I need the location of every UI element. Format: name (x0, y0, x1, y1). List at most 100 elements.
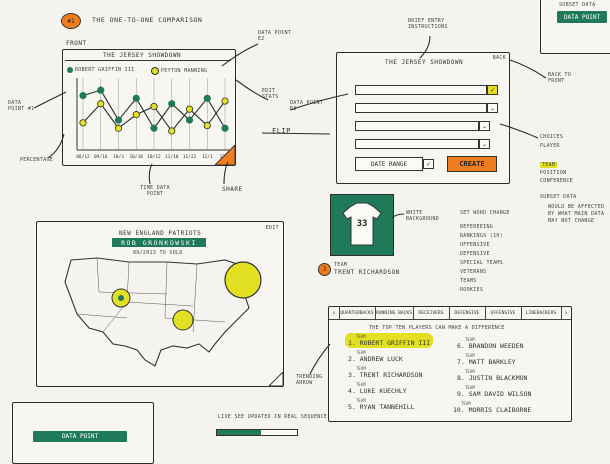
annotation-percentage: PERCENTAGE (20, 157, 54, 163)
tab-offensive[interactable]: OFFENSIVE (485, 307, 522, 319)
legend-player-b: PEYTON MANNING (151, 67, 207, 75)
leaderboard-row[interactable]: TEAM 8. JUSTIN BLACKMON (457, 369, 528, 382)
data-point-0 (168, 100, 176, 108)
create-button[interactable]: CREATE (447, 156, 497, 172)
jersey-number: 33 (356, 219, 368, 229)
map-player-banner: ROB GRONKOWSKI (112, 238, 206, 247)
jersey-caption-player: TRENT RICHARDSON (334, 269, 400, 276)
data-point-button-top[interactable]: DATA POINT (557, 11, 607, 23)
page-title: THE ONE-TO-ONE COMPARISON (92, 16, 203, 24)
tabs-next-arrow[interactable]: › (563, 309, 569, 317)
annotation-white-background: WHITE BACKGROUND (406, 210, 440, 222)
map-corner-icon[interactable] (269, 372, 283, 386)
jersey-step-badge: 3 (318, 263, 331, 276)
tab-quarterbacks[interactable]: QUARTERBACKS (339, 307, 376, 319)
leaderboard-row[interactable]: TEAM 7. MATT BARKLEY (457, 353, 516, 366)
annotation-edit-stats: EDIT STATS (262, 88, 279, 100)
tab-running-backs[interactable]: RUNNING BACKS (375, 307, 414, 319)
annotation-flip: FLIP (272, 127, 291, 135)
choice-item: CONFERENCE (540, 178, 574, 184)
leaderboard-row[interactable]: TEAM 10. MORRIS CLAIBORNE (453, 401, 532, 414)
data-point-1 (168, 127, 176, 135)
leaderboard-row[interactable]: TEAM 4. LUKE KUECHLY (348, 382, 407, 395)
annotation-back-to-front: BACK TO FRONT (548, 72, 572, 84)
jersey-card[interactable]: 33 (330, 194, 394, 256)
data-point-1 (97, 100, 105, 108)
data-field-2[interactable] (355, 103, 487, 113)
data-field-1[interactable] (355, 85, 487, 95)
leaderboard-subtitle: THE TOP TEN PLAYERS CAN MAKE A DIFFERENC… (369, 325, 505, 331)
data-point-0 (150, 124, 158, 132)
side-list-item[interactable]: TEAMS (460, 278, 477, 284)
subset-data-note: WOULD BE AFFECTED BY WHAT MAIN DATA MAY … (548, 204, 605, 224)
annotation-entry-instructions: BRIEF ENTRY INSTRUCTIONS (408, 18, 448, 30)
side-list-item[interactable]: RANKINGS (10) (460, 233, 504, 239)
live-progress-fill (217, 430, 261, 435)
map-panel: NEW ENGLAND PATRIOTS ROB GRONKOWSKI 89/2… (36, 221, 284, 387)
leaderboard-row[interactable]: TEAM 6. BRANDON WEEDEN (457, 337, 524, 350)
data-field-4-dropdown[interactable]: ⌄ (479, 139, 490, 149)
usa-map (64, 257, 262, 367)
annotation-data-point-e3: DATA POINT e3 (290, 100, 324, 112)
share-corner-icon[interactable] (215, 145, 235, 165)
data-point-1 (132, 111, 140, 119)
data-point-0 (221, 124, 229, 132)
choice-item: POSITION (540, 170, 567, 176)
date-range-dropdown[interactable]: ✓ (423, 159, 434, 169)
data-point-1 (221, 97, 229, 105)
data-point-0 (185, 116, 194, 124)
x-tick-label: 10/10 (129, 154, 143, 160)
leaderboard-row[interactable]: TEAM 9. SAM DAVID WILSON (457, 385, 532, 398)
date-range-select[interactable]: DATE RANGE (355, 157, 423, 171)
x-tick-label: 11/22 (183, 154, 197, 160)
side-list-item[interactable]: ROOKIES (460, 287, 484, 293)
leaderboard-row[interactable]: TEAM 2. ANDREW LUCK (348, 350, 403, 363)
side-list-item[interactable]: DEFENSIVE (460, 251, 490, 257)
data-field-2-dropdown[interactable]: ⌄ (487, 103, 498, 113)
data-point-0 (114, 116, 123, 124)
choices-title: CHOICES (540, 134, 564, 140)
annotation-trending-arrow: TRENDING ARROW (296, 374, 323, 386)
divider (65, 60, 231, 61)
front-label: FRONT (66, 40, 87, 47)
x-tick-label: 10/3 (113, 154, 124, 160)
data-field-4[interactable] (355, 139, 479, 149)
legend-swatch-green (67, 67, 73, 73)
leaderboard-row[interactable]: TEAM 5. RYAN TANNEHILL (348, 398, 415, 411)
line-chart: 08/1209/1610/310/1010/1211/1011/2212/112… (76, 78, 231, 160)
tab-defensive[interactable]: DEFENSIVE (449, 307, 486, 319)
tabs-prev-arrow[interactable]: ‹ (329, 307, 340, 319)
step-number-badge: #1 (61, 13, 81, 29)
data-field-1-dropdown[interactable]: ✓ (487, 85, 498, 95)
data-field-3[interactable] (355, 121, 479, 131)
annotation-live-ticker: LIVE SEE UPDATED IN REAL SEQUENCE (218, 414, 328, 420)
map-stat: 89/2013 TO SOLD (133, 250, 183, 256)
data-point-0 (132, 94, 140, 102)
x-tick-label: 08/12 (76, 154, 90, 160)
annotation-data-point-e2: DATA POINT e2 (258, 30, 292, 42)
leaderboard-row-highlight[interactable]: TEAM 1. ROBERT GRIFFIN III (345, 333, 434, 348)
map-edit-label[interactable]: EDIT (265, 225, 279, 231)
data-point-0 (79, 91, 87, 100)
leaderboard-tabs: ‹ QUARTERBACKS RUNNING BACKS RECEIVERS D… (329, 307, 571, 320)
tab-receivers[interactable]: RECEIVERS (413, 307, 450, 319)
back-label[interactable]: BACK (492, 55, 506, 61)
leaderboard-row[interactable]: TEAM 3. TRENT RICHARDSON (348, 366, 423, 379)
side-list-item[interactable]: OFFENSIVE (460, 242, 490, 248)
data-point-1 (79, 119, 87, 127)
data-point-button-bottom[interactable]: DATA POINT (33, 431, 127, 442)
legend-swatch-yellow (151, 67, 159, 75)
tab-linebackers[interactable]: LINEBACKERS (521, 307, 562, 319)
side-list-item[interactable]: VETERANS (460, 269, 487, 275)
leaderboard-panel: ‹ QUARTERBACKS RUNNING BACKS RECEIVERS D… (328, 306, 572, 422)
side-list-item[interactable]: SPECIAL TEAMS (460, 260, 504, 266)
choice-item: PLAYER (540, 143, 560, 149)
side-list-item[interactable]: REFEREEING (460, 224, 494, 230)
data-point-0 (203, 94, 211, 102)
annotation-share: SHARE (222, 186, 243, 193)
data-point-1 (114, 124, 123, 132)
data-field-3-dropdown[interactable]: ⌄ (479, 121, 490, 131)
data-entry-form-panel: THE JERSEY SHOWDOWN BACK ✓ ⌄ ⌄ ⌄ DATE RA… (336, 52, 510, 184)
x-tick-label: 10/12 (147, 154, 161, 160)
jersey-side-list: SET WORD CHANGE REFEREEING RANKINGS (10)… (460, 210, 510, 293)
